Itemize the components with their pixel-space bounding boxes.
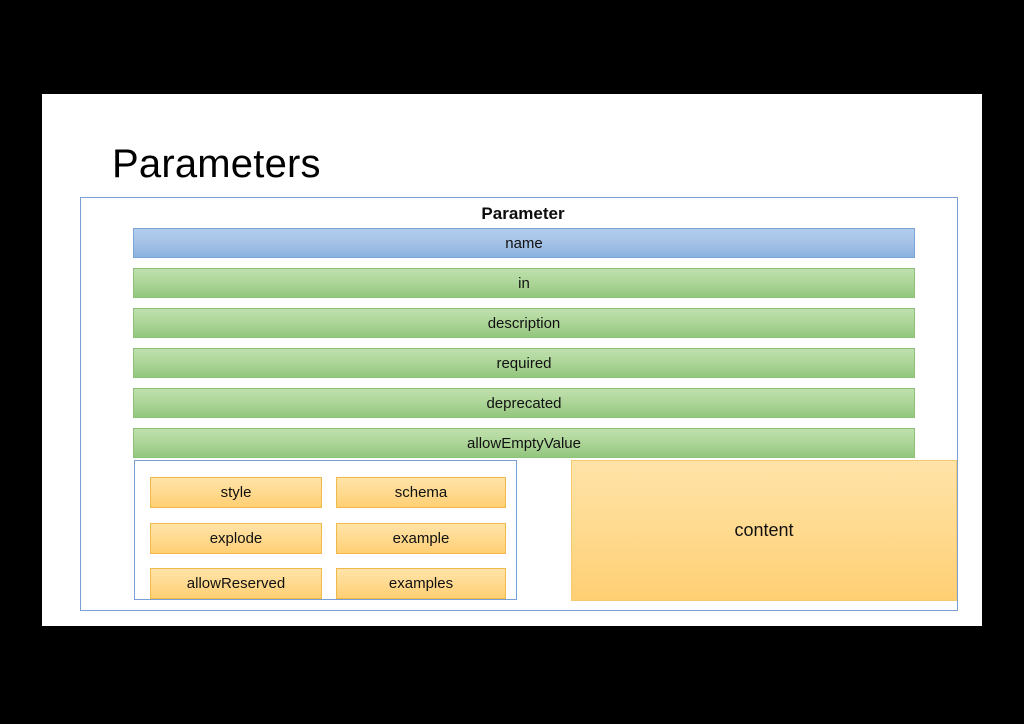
- parameter-chip-allowreserved[interactable]: allowReserved: [150, 568, 322, 599]
- parameter-chip-examples[interactable]: examples: [336, 568, 506, 599]
- diagram-heading: Parameter: [481, 204, 565, 223]
- parameter-bar-deprecated[interactable]: deprecated: [133, 388, 915, 418]
- parameter-chip-style[interactable]: style: [150, 477, 322, 508]
- parameter-content-box[interactable]: content: [571, 460, 957, 601]
- parameter-bar-allowemptyvalue[interactable]: allowEmptyValue: [133, 428, 915, 458]
- parameter-chip-schema[interactable]: schema: [336, 477, 506, 508]
- parameter-bar-description[interactable]: description: [133, 308, 915, 338]
- parameter-chip-explode[interactable]: explode: [150, 523, 322, 554]
- parameter-bar-required[interactable]: required: [133, 348, 915, 378]
- parameter-bar-name[interactable]: name: [133, 228, 915, 258]
- page-title: Parameters: [112, 142, 321, 186]
- slide-canvas: Parameters Parameter name in description…: [42, 94, 982, 626]
- parameter-bar-in[interactable]: in: [133, 268, 915, 298]
- parameter-chip-example[interactable]: example: [336, 523, 506, 554]
- parameter-diagram-frame: Parameter name in description required d…: [80, 197, 958, 611]
- serialization-group-box: style schema explode example allowReserv…: [134, 460, 517, 600]
